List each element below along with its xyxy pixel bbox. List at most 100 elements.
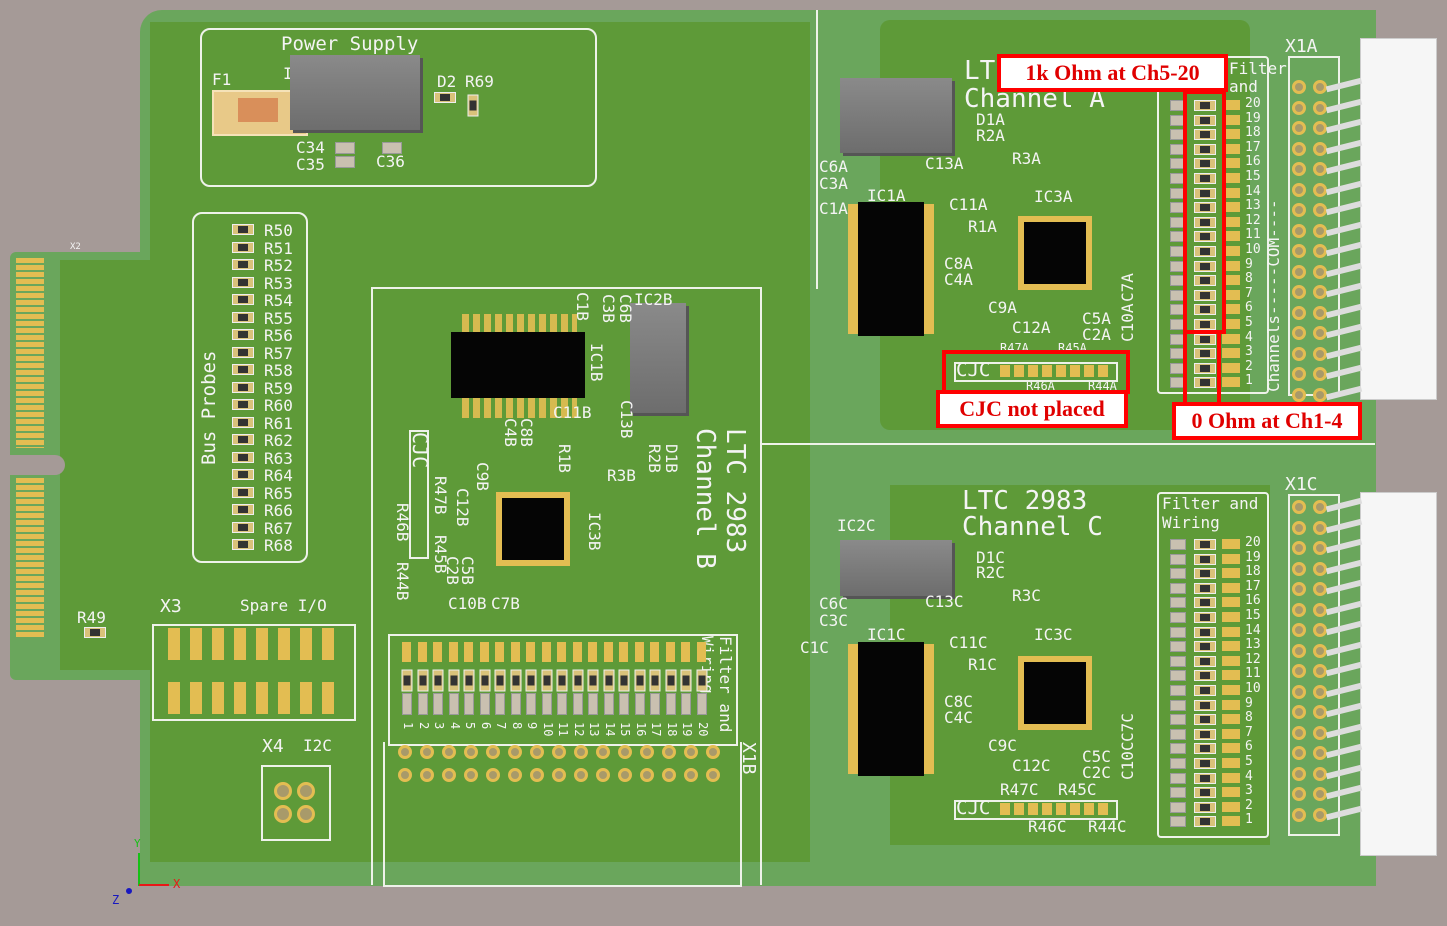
channel-c-subtitle: Channel C — [962, 512, 1103, 542]
filter-pad — [1222, 231, 1240, 242]
x3-pad — [168, 628, 180, 660]
resistor-footprint — [232, 469, 254, 480]
header-pin — [1313, 305, 1327, 320]
resistor-footprint — [232, 451, 254, 463]
cjc-b-outline — [409, 430, 429, 559]
channel-number-c-16: 16 — [1245, 593, 1261, 609]
label-x1b: X1B — [738, 742, 759, 775]
resistor-footprint — [232, 329, 254, 340]
label-c8b: C8B — [517, 418, 536, 447]
label-r54: R54 — [264, 291, 293, 310]
channel-number-c-9: 9 — [1245, 695, 1253, 711]
label-c8c: C8C — [944, 692, 973, 711]
filter-capacitor — [1170, 582, 1186, 594]
resistor-footprint — [232, 276, 254, 288]
label-x1a: X1A — [1285, 36, 1318, 57]
filter-capacitor — [650, 693, 660, 715]
label-c10b: C10B — [448, 594, 487, 613]
callout-1k-ohm: 1k Ohm at Ch5-20 — [997, 54, 1228, 92]
header-pin — [1292, 80, 1306, 94]
label-r46c: R46C — [1028, 817, 1067, 836]
label-c10c: C10C — [1118, 741, 1137, 780]
label-f1: F1 — [212, 70, 232, 89]
label-c3c: C3C — [819, 611, 848, 630]
channel-number-c-19: 19 — [1245, 549, 1261, 565]
channel-number-b-13: 13 — [587, 722, 601, 737]
card-edge-inner — [60, 260, 160, 670]
filter-capacitor — [665, 693, 676, 715]
header-pin — [618, 768, 632, 782]
filter-pad — [1222, 801, 1240, 812]
header-pin — [1292, 766, 1306, 781]
label-x4: X4 — [262, 736, 284, 757]
label-r2b: R2B — [645, 444, 664, 473]
label-ic1c: IC1C — [867, 625, 906, 644]
filter-resistor — [525, 669, 537, 692]
filter-pad — [1222, 260, 1240, 271]
header-pin — [398, 768, 412, 782]
header-pin — [442, 768, 456, 782]
channel-number-a-16: 16 — [1245, 154, 1261, 170]
channel-number-c-17: 17 — [1245, 578, 1261, 594]
filter-pad — [1222, 216, 1240, 227]
filter-pad — [1222, 377, 1240, 388]
channel-number-b-6: 6 — [478, 722, 493, 730]
filter-pad — [541, 642, 551, 662]
channel-number-b-8: 8 — [509, 722, 524, 730]
power-supply-outline — [200, 28, 597, 187]
filter-capacitor — [1170, 772, 1186, 784]
resistor-footprint — [232, 346, 254, 358]
label-c4b: C4B — [501, 418, 520, 447]
edge-connector-fingers-lower — [16, 478, 44, 638]
filter-resistor — [1194, 553, 1216, 565]
header-pin — [1313, 705, 1327, 719]
header-pin — [1292, 100, 1306, 115]
channel-number-b-18: 18 — [664, 722, 679, 737]
filter-resistor — [649, 669, 661, 692]
channel-number-b-7: 7 — [494, 722, 508, 730]
header-pin — [1313, 182, 1327, 197]
channel-b-subtitle: Channel B — [690, 428, 720, 569]
header-pin — [706, 768, 720, 782]
filter-resistor — [1194, 743, 1216, 755]
filter-pad — [1222, 714, 1240, 725]
filter-pad — [1222, 333, 1240, 344]
label-c6a: C6A — [819, 157, 848, 176]
channel-number-c-3: 3 — [1245, 783, 1253, 799]
filter-pad — [1222, 758, 1240, 768]
filter-label-b: Filter and — [716, 636, 735, 733]
label-c11a: C11A — [949, 195, 988, 214]
filter-capacitor — [510, 693, 521, 715]
resistor-r49 — [84, 627, 106, 638]
label-c12c: C12C — [1012, 756, 1051, 775]
resistor-footprint — [232, 381, 254, 393]
filter-resistor — [510, 669, 521, 692]
cjc-c-pads — [1000, 803, 1110, 815]
filter-resistor — [1194, 685, 1216, 696]
filter-capacitor — [603, 693, 614, 715]
channel-number-b-12: 12 — [571, 722, 586, 737]
x3-pad — [300, 628, 312, 660]
channel-number-b-3: 3 — [432, 722, 446, 730]
divider-line — [760, 287, 762, 885]
header-pin — [420, 768, 434, 782]
label-r52: R52 — [264, 256, 293, 275]
channel-number-a-13: 13 — [1245, 198, 1261, 214]
divider-line — [816, 10, 818, 289]
header-pin — [1313, 346, 1327, 361]
filter-capacitor — [417, 693, 428, 715]
channel-number-c-11: 11 — [1245, 666, 1261, 682]
filter-resistor — [1194, 728, 1216, 740]
header-pin — [1313, 326, 1327, 340]
x3-pad — [234, 682, 246, 714]
filter-pad — [1222, 275, 1240, 286]
filter-capacitor — [541, 693, 552, 715]
channel-number-c-12: 12 — [1245, 651, 1261, 667]
filter-resistor — [1194, 801, 1216, 813]
header-pin — [1313, 520, 1327, 535]
filter-b-outline — [388, 634, 738, 746]
header-pin — [1313, 121, 1327, 135]
filter-resistor — [541, 669, 552, 692]
filter-resistor — [479, 669, 490, 692]
label-r56: R56 — [264, 326, 293, 345]
